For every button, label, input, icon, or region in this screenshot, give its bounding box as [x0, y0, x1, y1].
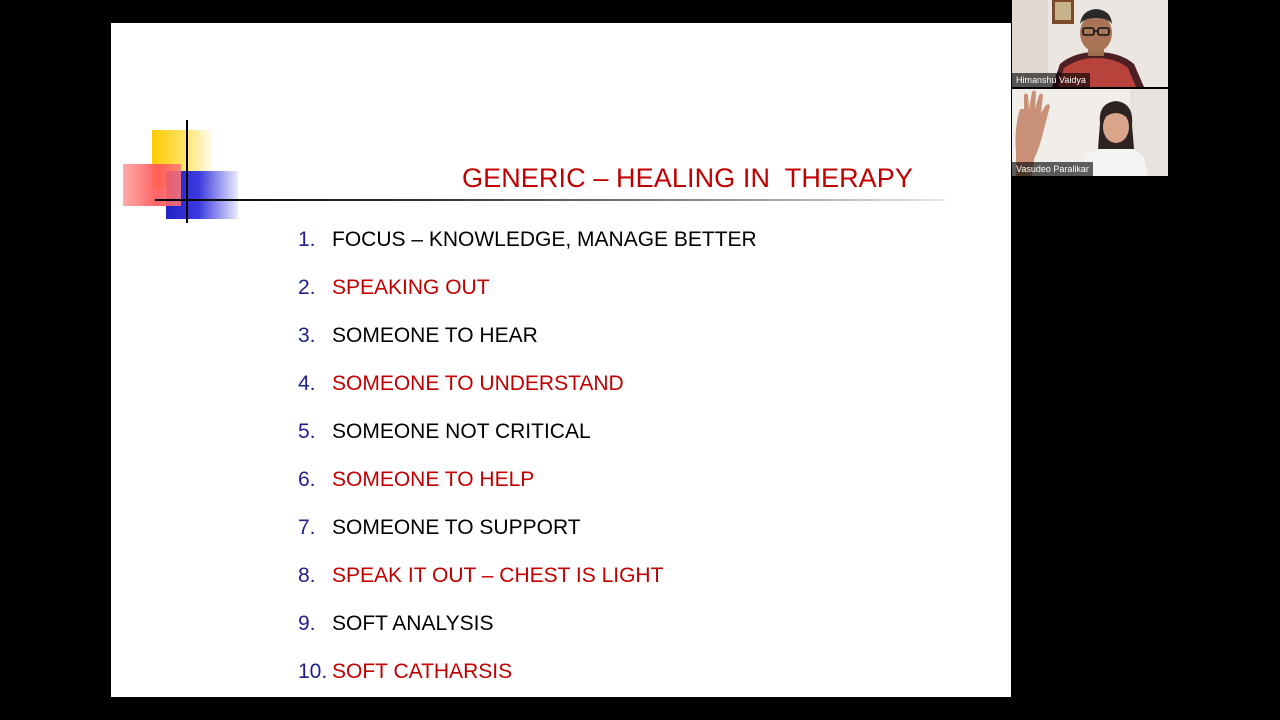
numbered-list: 1. FOCUS – KNOWLEDGE, MANAGE BETTER 2. S…	[298, 216, 757, 696]
list-item-text: SOFT ANALYSIS	[332, 612, 494, 635]
list-item-text: SOMEONE TO SUPPORT	[332, 516, 581, 539]
list-item: 7. SOMEONE TO SUPPORT	[298, 504, 757, 552]
list-item-text: SPEAK IT OUT – CHEST IS LIGHT	[332, 564, 664, 587]
list-item-number: 9.	[298, 612, 316, 635]
list-item: 4. SOMEONE TO UNDERSTAND	[298, 360, 757, 408]
list-item: 10. SOFT CATHARSIS	[298, 648, 757, 696]
list-item-number: 10.	[298, 660, 328, 683]
shared-slide: GENERIC – HEALING IN THERAPY 1. FOCUS – …	[111, 23, 1011, 697]
list-item: 6. SOMEONE TO HELP	[298, 456, 757, 504]
list-item: 2. SPEAKING OUT	[298, 264, 757, 312]
list-item: 3. SOMEONE TO HEAR	[298, 312, 757, 360]
video-feed-icon	[1012, 89, 1168, 176]
list-item-number: 1.	[298, 228, 316, 251]
decorative-vertical-line	[186, 120, 188, 223]
list-item-number: 2.	[298, 276, 316, 299]
list-item-text: SOMEONE NOT CRITICAL	[332, 420, 591, 443]
list-item-number: 3.	[298, 324, 316, 347]
list-item: 5. SOMEONE NOT CRITICAL	[298, 408, 757, 456]
list-item-number: 5.	[298, 420, 316, 443]
list-item-text: SOMEONE TO HELP	[332, 468, 535, 491]
list-item: 1. FOCUS – KNOWLEDGE, MANAGE BETTER	[298, 216, 757, 264]
list-item: 9. SOFT ANALYSIS	[298, 600, 757, 648]
list-item-text: SOFT CATHARSIS	[332, 660, 513, 683]
title-underline	[155, 199, 945, 201]
participant-name: Vasudeo Paralikar	[1012, 162, 1093, 176]
list-item-text: FOCUS – KNOWLEDGE, MANAGE BETTER	[332, 228, 757, 251]
slide-title: GENERIC – HEALING IN THERAPY	[462, 163, 914, 193]
list-item-number: 7.	[298, 516, 316, 539]
list-item-text: SOMEONE TO HEAR	[332, 324, 538, 347]
video-feed-icon	[1012, 0, 1168, 87]
list-item-text: SOMEONE TO UNDERSTAND	[332, 372, 624, 395]
participant-video-tile[interactable]: Vasudeo Paralikar	[1012, 89, 1168, 176]
list-item-number: 8.	[298, 564, 316, 587]
participant-name: Himanshu Vaidya	[1012, 73, 1090, 87]
participant-video-tile[interactable]: Himanshu Vaidya	[1012, 0, 1168, 87]
list-item-number: 4.	[298, 372, 316, 395]
list-item-number: 6.	[298, 468, 316, 491]
list-item-text: SPEAKING OUT	[332, 276, 490, 299]
list-item: 8. SPEAK IT OUT – CHEST IS LIGHT	[298, 552, 757, 600]
